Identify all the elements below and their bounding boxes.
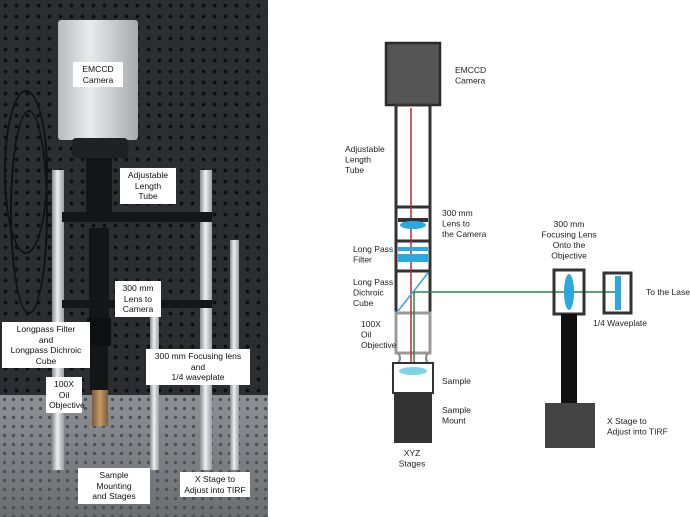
sample	[399, 367, 427, 375]
cable	[10, 110, 48, 314]
objective-photo	[92, 390, 108, 426]
label-laser: To the Laser	[646, 287, 690, 297]
longpass-filter-1	[398, 247, 428, 251]
dichroic-mirror	[397, 272, 429, 312]
adjustable-tube-photo	[86, 158, 112, 218]
lens-post	[561, 314, 577, 410]
dichroic-cube-photo	[87, 318, 111, 346]
lens-to-camera	[400, 221, 426, 229]
sample-mount	[394, 393, 432, 443]
longpass-filter-2	[398, 254, 428, 262]
focusing-lens	[564, 274, 574, 310]
waveplate	[615, 276, 621, 310]
emccd-camera-block	[384, 41, 442, 107]
adjustable-tube	[394, 103, 432, 209]
objective-housing	[394, 311, 432, 355]
label-waveplate: 1/4 Waveplate	[593, 318, 647, 328]
waveplate-housing	[602, 271, 633, 315]
camera-mount	[72, 138, 128, 158]
label-sample: Sample	[442, 376, 471, 386]
crossbar	[62, 212, 212, 222]
x-stage-block	[545, 403, 595, 448]
rail-rod	[200, 170, 212, 470]
objective-tube-photo	[90, 346, 108, 390]
lens-tube-photo	[89, 228, 109, 318]
